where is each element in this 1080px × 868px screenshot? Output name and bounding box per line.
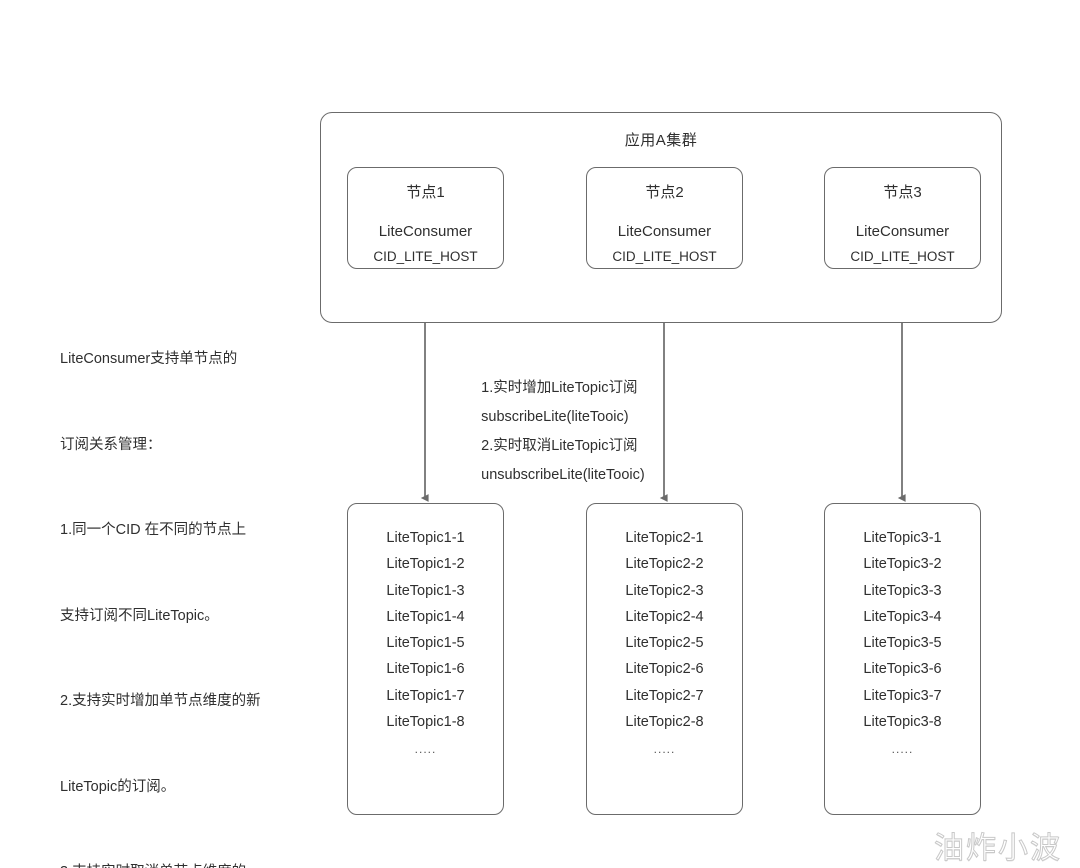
topic-item: LiteTopic1-2 [386, 556, 465, 573]
topic-ellipsis: ..... [414, 742, 437, 757]
topic-item: LiteTopic2-2 [625, 556, 704, 573]
center-note-line: subscribeLite(liteTooic) [481, 409, 629, 425]
side-note-line: 订阅关系管理： [60, 436, 162, 453]
topic-item: LiteTopic2-3 [625, 582, 704, 599]
center-note-line: 2.实时取消LiteTopic订阅 [481, 438, 638, 454]
topic-box-2[interactable]: LiteTopic2-1 LiteTopic2-2 LiteTopic2-3 L… [586, 503, 743, 815]
topic-item: LiteTopic3-2 [863, 556, 942, 573]
node-role: LiteConsumer [378, 223, 473, 240]
node-box-3[interactable]: 节点3 LiteConsumer CID_LITE_HOST [824, 167, 981, 269]
side-note-line: 3.支持实时取消单节点维度的 [60, 858, 330, 868]
node-cid: CID_LITE_HOST [612, 249, 717, 264]
node-title: 节点3 [883, 184, 922, 201]
side-note-line: LiteConsumer支持单节点的 [60, 351, 238, 367]
topic-item: LiteTopic3-7 [863, 687, 942, 704]
side-note-line: 2.支持实时增加单节点维度的新 [60, 693, 261, 709]
topic-item: LiteTopic3-4 [863, 608, 942, 625]
node-title: 节点2 [645, 184, 684, 201]
topic-item: LiteTopic2-4 [625, 608, 704, 625]
node-box-2[interactable]: 节点2 LiteConsumer CID_LITE_HOST [586, 167, 743, 269]
topic-item: LiteTopic1-8 [386, 714, 465, 731]
side-note-line: 支持订阅不同LiteTopic。 [60, 607, 219, 624]
topic-box-3[interactable]: LiteTopic3-1 LiteTopic3-2 LiteTopic3-3 L… [824, 503, 981, 815]
topic-item: LiteTopic1-1 [386, 530, 465, 546]
node-title: 节点1 [406, 184, 445, 201]
node-role: LiteConsumer [855, 223, 950, 240]
topic-item: LiteTopic3-1 [863, 530, 942, 546]
node-role: LiteConsumer [617, 223, 712, 240]
topic-box-1[interactable]: LiteTopic1-1 LiteTopic1-2 LiteTopic1-3 L… [347, 503, 504, 815]
topic-item: LiteTopic1-4 [386, 608, 465, 625]
topic-item: LiteTopic2-1 [625, 530, 704, 546]
topic-item: LiteTopic3-8 [863, 714, 942, 731]
node-cid: CID_LITE_HOST [850, 249, 955, 264]
topic-item: LiteTopic2-6 [625, 661, 704, 678]
topic-item: LiteTopic1-5 [386, 635, 465, 652]
topic-ellipsis: ..... [891, 742, 914, 757]
side-note-line: 1.同一个CID 在不同的节点上 [60, 522, 247, 538]
side-note-line: LiteTopic的订阅。 [60, 778, 176, 795]
cluster-title: 应用A集群 [624, 132, 698, 149]
topic-item: LiteTopic2-5 [625, 635, 704, 652]
topic-item: LiteTopic1-7 [386, 687, 465, 704]
topic-item: LiteTopic3-5 [863, 635, 942, 652]
watermark: 油炸小波 [934, 831, 1062, 867]
topic-item: LiteTopic3-3 [863, 582, 942, 599]
topic-item: LiteTopic1-3 [386, 582, 465, 599]
topic-item: LiteTopic2-7 [625, 687, 704, 704]
topic-item: LiteTopic1-6 [386, 661, 465, 678]
center-note: 1.实时增加LiteTopic订阅 subscribeLite(liteTooi… [465, 345, 695, 519]
topic-ellipsis: ..... [653, 742, 676, 757]
center-note-line: 1.实时增加LiteTopic订阅 [481, 380, 638, 396]
center-note-line: unsubscribeLite(liteTooic) [481, 467, 645, 483]
node-box-1[interactable]: 节点1 LiteConsumer CID_LITE_HOST [347, 167, 504, 269]
topic-item: LiteTopic2-8 [625, 714, 704, 731]
side-note: LiteConsumer支持单节点的 订阅关系管理： 1.同一个CID 在不同的… [60, 288, 330, 868]
topic-item: LiteTopic3-6 [863, 661, 942, 678]
node-cid: CID_LITE_HOST [373, 249, 478, 264]
